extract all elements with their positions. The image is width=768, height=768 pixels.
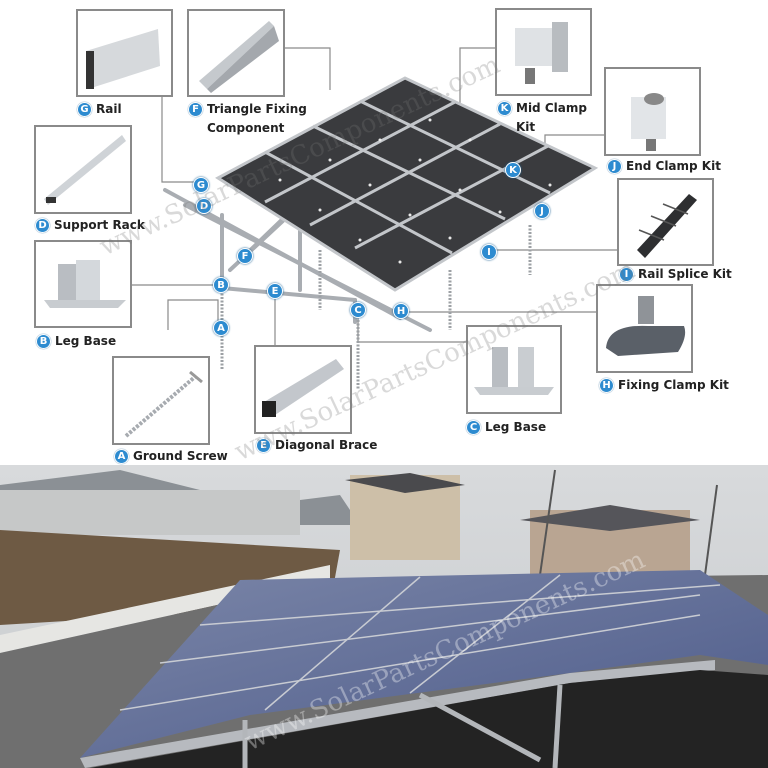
badge-e: E xyxy=(256,438,271,453)
solar-field-photo xyxy=(0,465,768,768)
rail-icon xyxy=(86,29,160,89)
callout-f: F xyxy=(237,248,253,264)
badge-g: G xyxy=(77,102,92,117)
leg-base-icon xyxy=(474,347,554,395)
callout-c: C xyxy=(350,302,366,318)
callout-h: H xyxy=(393,303,409,319)
diagonal-brace-icon xyxy=(262,359,344,417)
badge-d: D xyxy=(35,218,50,233)
triangle-fixing-image-box xyxy=(187,9,285,97)
leg-base-c-image-box xyxy=(466,325,562,414)
badge-i: I xyxy=(619,267,634,282)
mid-clamp-kit-icon xyxy=(515,22,568,84)
fixing-clamp-image-box xyxy=(596,284,693,373)
installation-photo: www.SolarPartsComponents.com xyxy=(0,465,768,768)
rail-splice-kit-icon xyxy=(637,194,697,258)
callout-d: D xyxy=(196,198,212,214)
callout-k: K xyxy=(505,162,521,178)
badge-c: C xyxy=(466,420,481,435)
mid-clamp-image-box xyxy=(495,8,592,96)
rail-splice-image-box xyxy=(617,178,714,266)
ground-screw-image-box xyxy=(112,356,210,445)
callout-b: B xyxy=(213,277,229,293)
leg-base-icon xyxy=(44,260,126,308)
end-clamp-kit-icon xyxy=(631,93,666,151)
rail-image-box xyxy=(76,9,173,97)
badge-b: B xyxy=(36,334,51,349)
ground-screw-icon xyxy=(124,370,203,438)
callout-j: J xyxy=(534,203,550,219)
callout-a: A xyxy=(213,320,229,336)
callout-g: G xyxy=(193,177,209,193)
badge-f: F xyxy=(188,102,203,117)
support-rack-icon xyxy=(44,135,126,205)
callout-i: I xyxy=(481,244,497,260)
badge-a: A xyxy=(114,449,129,464)
badge-k: K xyxy=(497,101,512,116)
diagonal-brace-image-box xyxy=(254,345,352,434)
badge-j: J xyxy=(607,159,622,174)
fixing-clamp-kit-icon xyxy=(606,296,686,356)
support-rack-image-box xyxy=(34,125,132,214)
end-clamp-image-box xyxy=(604,67,701,156)
callout-e: E xyxy=(267,283,283,299)
leg-base-b-image-box xyxy=(34,240,132,328)
triangle-fixing-component-icon xyxy=(199,21,279,93)
badge-h: H xyxy=(599,378,614,393)
